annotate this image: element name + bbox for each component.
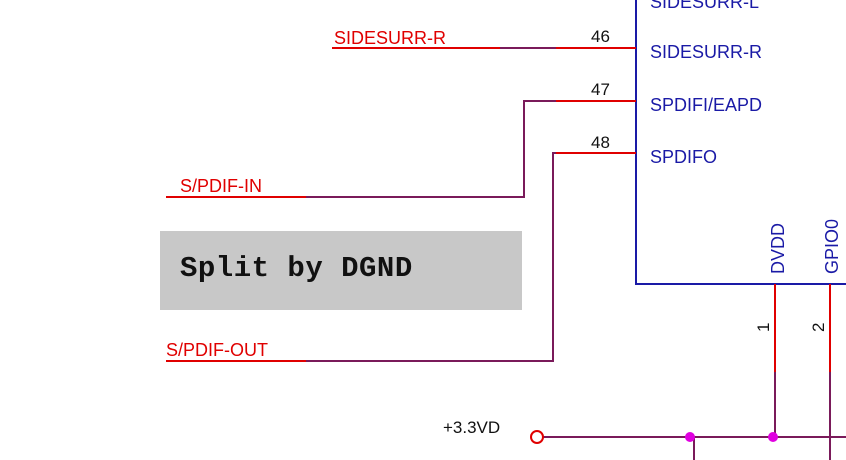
note-text: Split by DGND <box>180 252 413 285</box>
net-label-spdif-out: S/PDIF-OUT <box>166 340 268 360</box>
pin-1-name: DVDD <box>768 223 788 274</box>
pin-1-number: 1 <box>754 323 773 332</box>
pin-48-name: SPDIFO <box>650 147 717 167</box>
power-label: +3.3VD <box>443 418 500 437</box>
pin-47-number: 47 <box>591 80 610 99</box>
net-label-spdif-in: S/PDIF-IN <box>180 176 262 196</box>
net-label-sidesurr-r: SIDESURR-R <box>334 28 446 48</box>
ic-cut-label: SIDESURR-L <box>650 0 759 12</box>
power-port-circle <box>530 430 544 444</box>
wire-spdif-in <box>306 100 556 198</box>
junction-dot <box>768 432 778 442</box>
pin-47-name: SPDIFI/EAPD <box>650 95 762 115</box>
pin-2-name: GPIO0 <box>822 219 842 274</box>
note-box <box>160 231 522 310</box>
pin-48-number: 48 <box>591 133 610 152</box>
wire-spdif-out <box>306 152 556 362</box>
junction-dot <box>685 432 695 442</box>
pin-2-number: 2 <box>809 323 828 332</box>
pin-46-name: SIDESURR-R <box>650 42 762 62</box>
pin-46-number: 46 <box>591 27 610 46</box>
